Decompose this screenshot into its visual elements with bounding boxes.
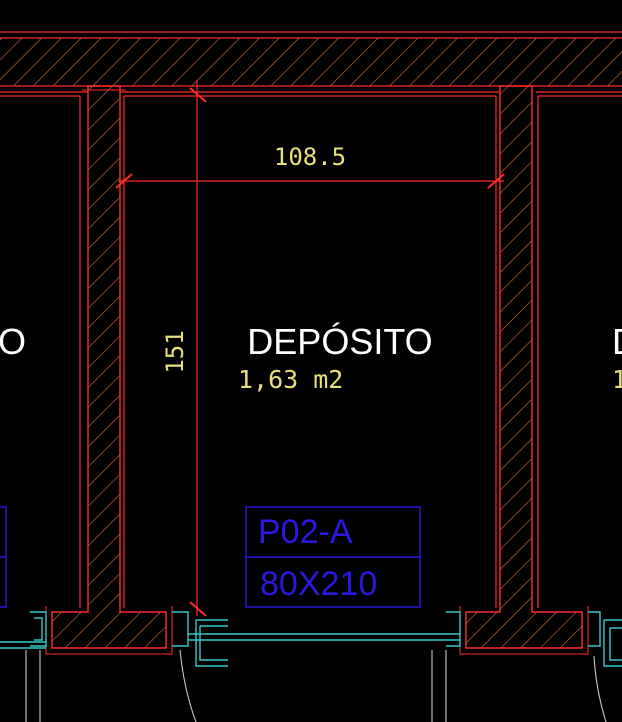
width-dimension: 108.5 bbox=[115, 143, 505, 189]
right-partition-wall bbox=[459, 85, 589, 655]
width-dimension-label: 108.5 bbox=[274, 143, 346, 171]
door-tag-code: P02-A bbox=[258, 513, 353, 551]
door-tag: P02-A 80X210 bbox=[245, 506, 421, 608]
left-door-tag-fragment bbox=[0, 506, 7, 608]
right-room-name-fragment: D bbox=[612, 321, 622, 362]
room-name: DEPÓSITO bbox=[247, 321, 432, 362]
top-wall bbox=[0, 31, 622, 93]
height-dimension: 151 bbox=[161, 80, 207, 617]
right-room-outline bbox=[537, 95, 622, 608]
door-frame-center bbox=[172, 611, 461, 667]
left-room-outline bbox=[0, 95, 81, 608]
room-area: 1,63 m2 bbox=[238, 365, 343, 394]
right-room-area-fragment: 1 bbox=[612, 365, 622, 394]
door-swing-lines bbox=[25, 649, 607, 722]
door-frame-right bbox=[588, 611, 622, 667]
left-room-name-fragment: O bbox=[0, 321, 26, 362]
height-dimension-label: 151 bbox=[161, 330, 189, 373]
left-partition-wall bbox=[45, 85, 173, 655]
door-tag-size: 80X210 bbox=[260, 565, 377, 603]
door-frame-left bbox=[0, 611, 47, 649]
